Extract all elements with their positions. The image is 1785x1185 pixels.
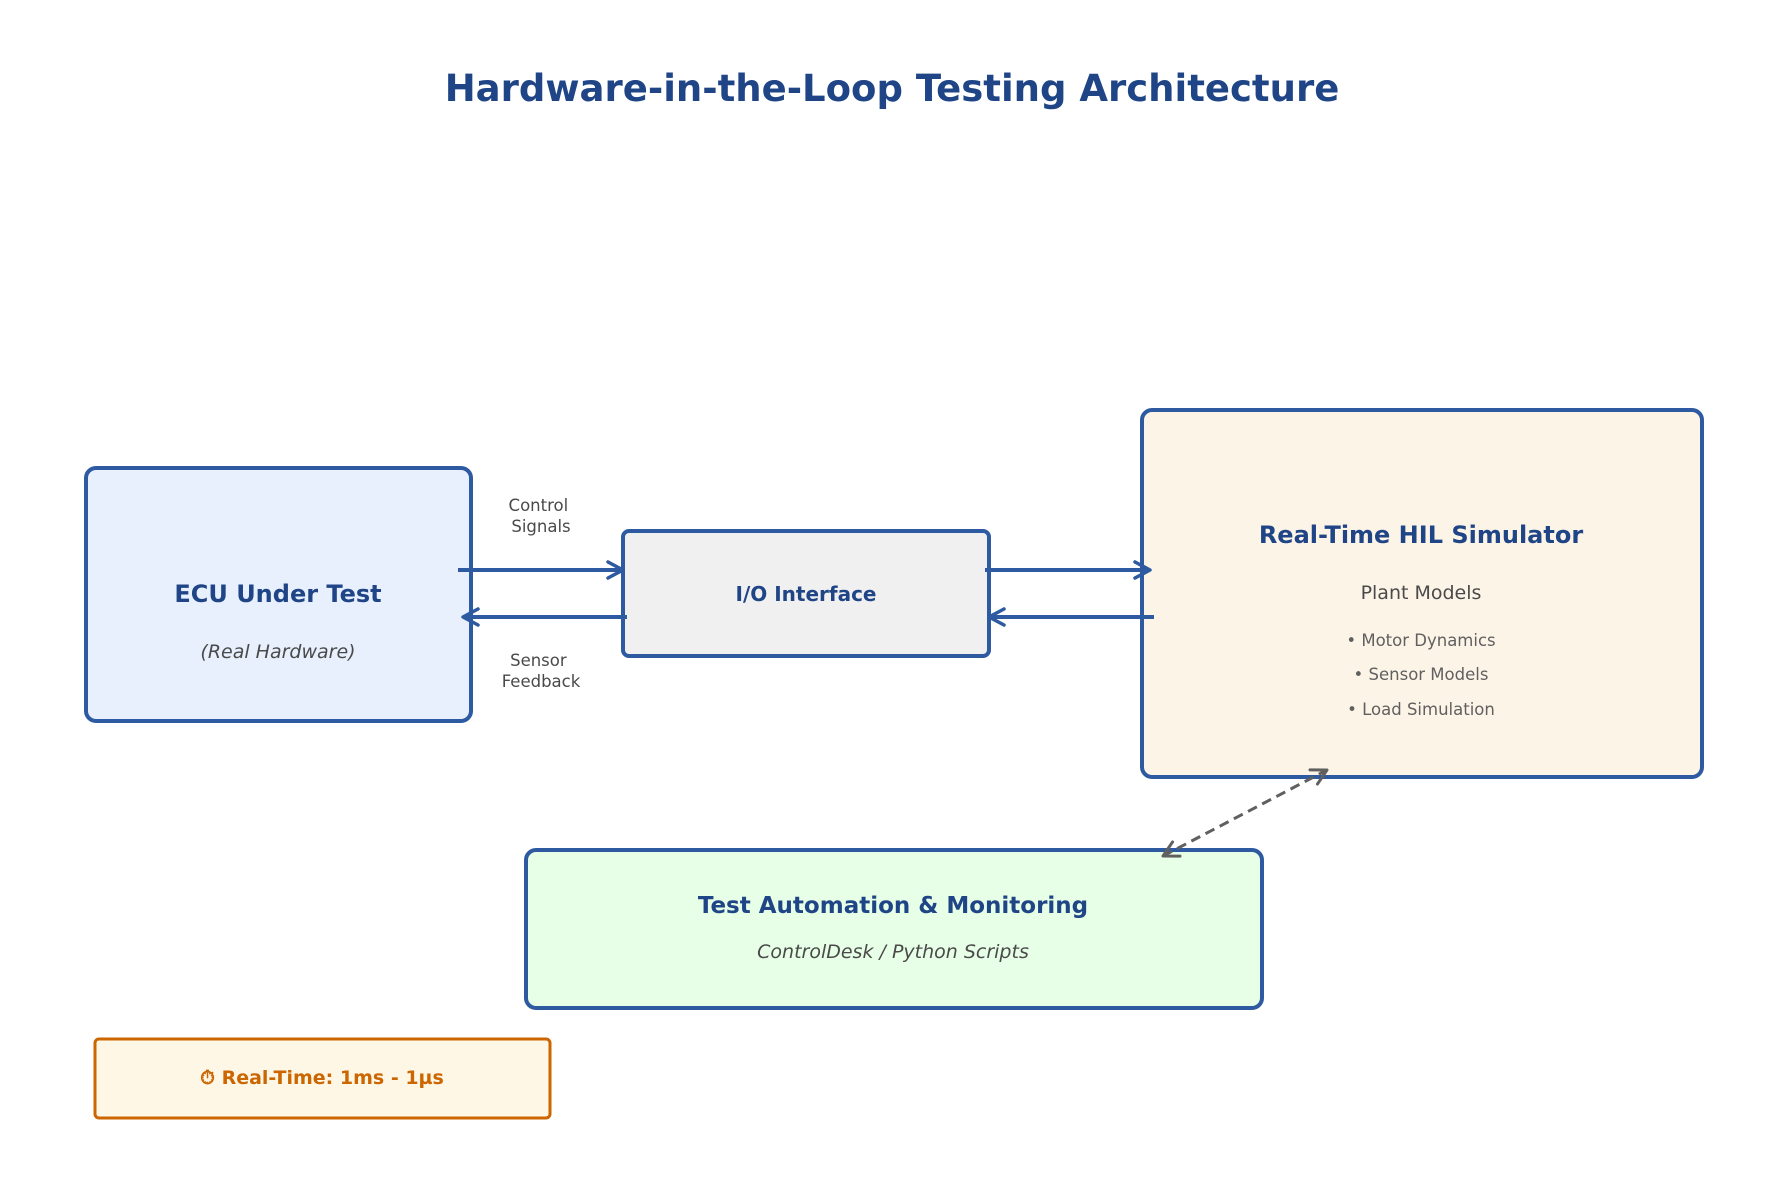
page-title: Hardware-in-the-Loop Testing Architectur…: [445, 67, 1340, 110]
io-interface-box: I/O Interface: [621, 529, 991, 658]
simulator-title: Real-Time HIL Simulator: [1259, 521, 1584, 549]
test-automation-box: Test Automation & Monitoring ControlDesk…: [524, 848, 1264, 1010]
simulator-automation-link-arrow: [1161, 768, 1329, 858]
realtime-note-text: ⏱ Real-Time: 1ms - 1µs: [200, 1067, 444, 1089]
ecu-title: ECU Under Test: [174, 580, 381, 608]
realtime-note-box: ⏱ Real-Time: 1ms - 1µs: [93, 1037, 552, 1120]
simulator-item-motor-dynamics: • Motor Dynamics: [1346, 631, 1495, 650]
automation-title: Test Automation & Monitoring: [698, 893, 1088, 919]
control-signals-label: Control Signals: [509, 496, 574, 536]
io-interface-title: I/O Interface: [736, 582, 877, 606]
ecu-box: ECU Under Test (Real Hardware): [84, 466, 473, 723]
ecu-subtitle: (Real Hardware): [200, 641, 355, 663]
sensor-feedback-label: Sensor Feedback: [502, 651, 581, 691]
automation-subtitle: ControlDesk / Python Scripts: [757, 941, 1029, 963]
simulator-subtitle: Plant Models: [1361, 582, 1482, 604]
hil-simulator-box: Real-Time HIL Simulator Plant Models • M…: [1140, 408, 1704, 779]
simulator-item-sensor-models: • Sensor Models: [1354, 665, 1489, 684]
simulator-item-load-simulation: • Load Simulation: [1347, 700, 1495, 719]
